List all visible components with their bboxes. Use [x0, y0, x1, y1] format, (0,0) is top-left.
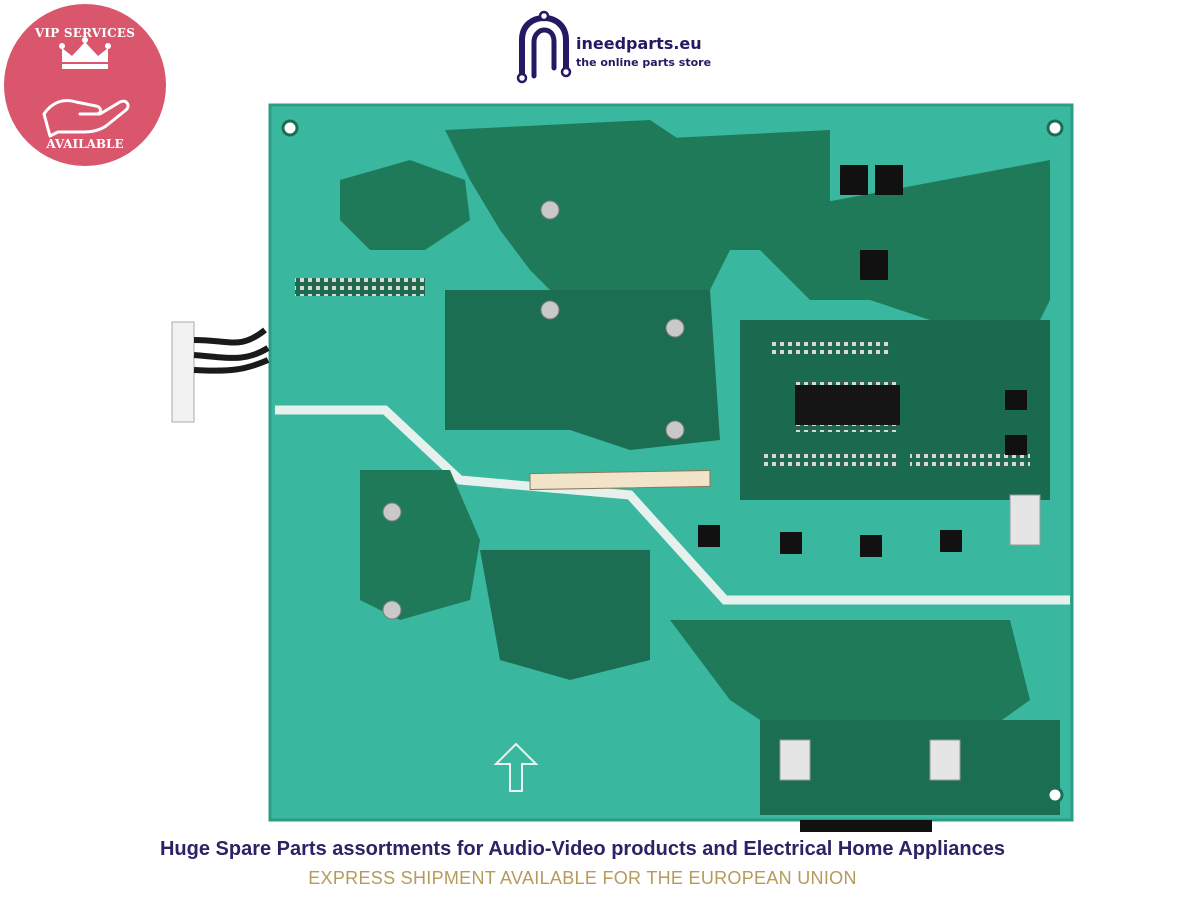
logo-name: ineedparts.eu — [576, 34, 702, 53]
crown-hand-icon — [42, 37, 130, 138]
serial-sticker — [529, 469, 711, 491]
footer-subline: EXPRESS SHIPMENT AVAILABLE FOR THE EUROP… — [308, 868, 857, 888]
cable-connector — [171, 321, 195, 423]
logo-n-icon — [516, 10, 572, 84]
logo-tagline: the online parts store — [576, 56, 712, 69]
control-ic — [795, 385, 900, 425]
store-logo[interactable]: ineedparts.eu the online parts store — [512, 8, 732, 84]
footer-headline: Huge Spare Parts assortments for Audio-V… — [159, 838, 1006, 860]
badge-top-text: VIP SERVICES — [34, 26, 136, 40]
badge-bottom-text: AVAILABLE — [46, 137, 124, 151]
vip-services-badge: VIP SERVICES AVAILABLE — [4, 4, 166, 166]
power-board-image — [171, 103, 1074, 832]
